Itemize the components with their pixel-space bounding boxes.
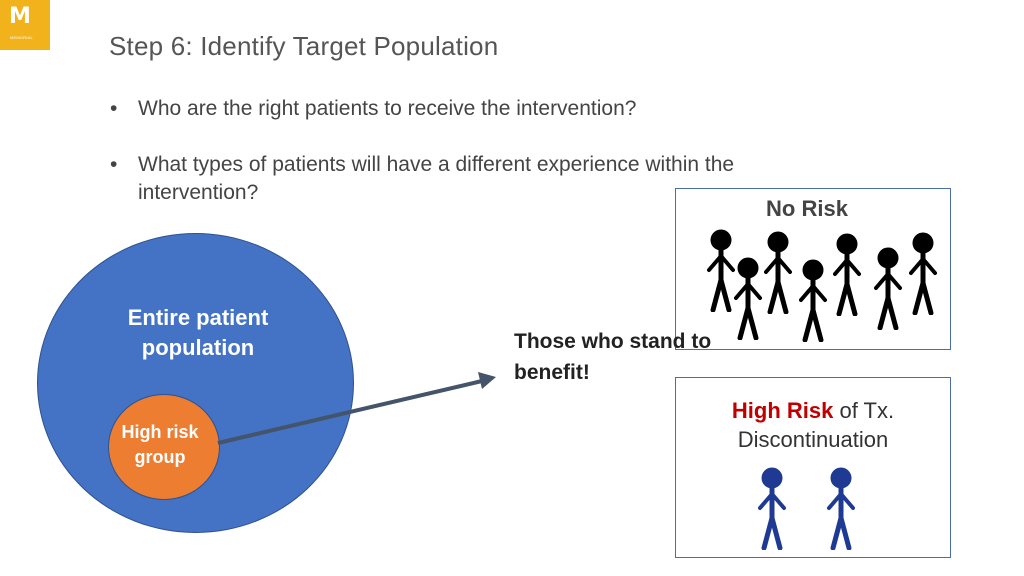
high-risk-highlight: High Risk <box>731 398 834 423</box>
bullet-text: Who are the right patients to receive th… <box>138 97 637 120</box>
logo-subtext: MEMORIAL <box>10 35 33 40</box>
logo-letter: M <box>9 4 31 29</box>
high-risk-group-circle <box>108 394 220 500</box>
bullet-marker: • <box>110 97 118 120</box>
high-risk-title: High Risk of Tx. Discontinuation <box>675 396 951 454</box>
slide-title: Step 6: Identify Target Population <box>109 31 499 61</box>
bullet-text: What types of patients will have a diffe… <box>138 153 735 204</box>
high-risk-group-label: High risk group <box>121 422 199 467</box>
high-risk-title-line2: Discontinuation <box>737 427 889 452</box>
person-icon <box>760 468 784 548</box>
benefit-arrow <box>217 372 496 445</box>
person-icon <box>911 233 935 313</box>
no-risk-title: No Risk <box>766 196 848 221</box>
person-icon <box>876 248 900 328</box>
brand-logo: M MEMORIAL <box>0 0 50 50</box>
bullet-marker: • <box>110 153 118 176</box>
high-risk-figures <box>760 468 853 548</box>
person-icon <box>801 260 825 340</box>
entire-population-label: Entire patient population <box>127 305 269 360</box>
person-icon <box>766 232 790 312</box>
benefit-label: Those who stand to benefit! <box>514 330 712 384</box>
person-icon <box>709 230 733 310</box>
high-risk-box <box>675 377 951 558</box>
high-risk-title-rest: of Tx. <box>833 398 895 423</box>
no-risk-figures <box>709 230 935 340</box>
person-icon <box>829 468 853 548</box>
person-icon <box>835 234 859 314</box>
